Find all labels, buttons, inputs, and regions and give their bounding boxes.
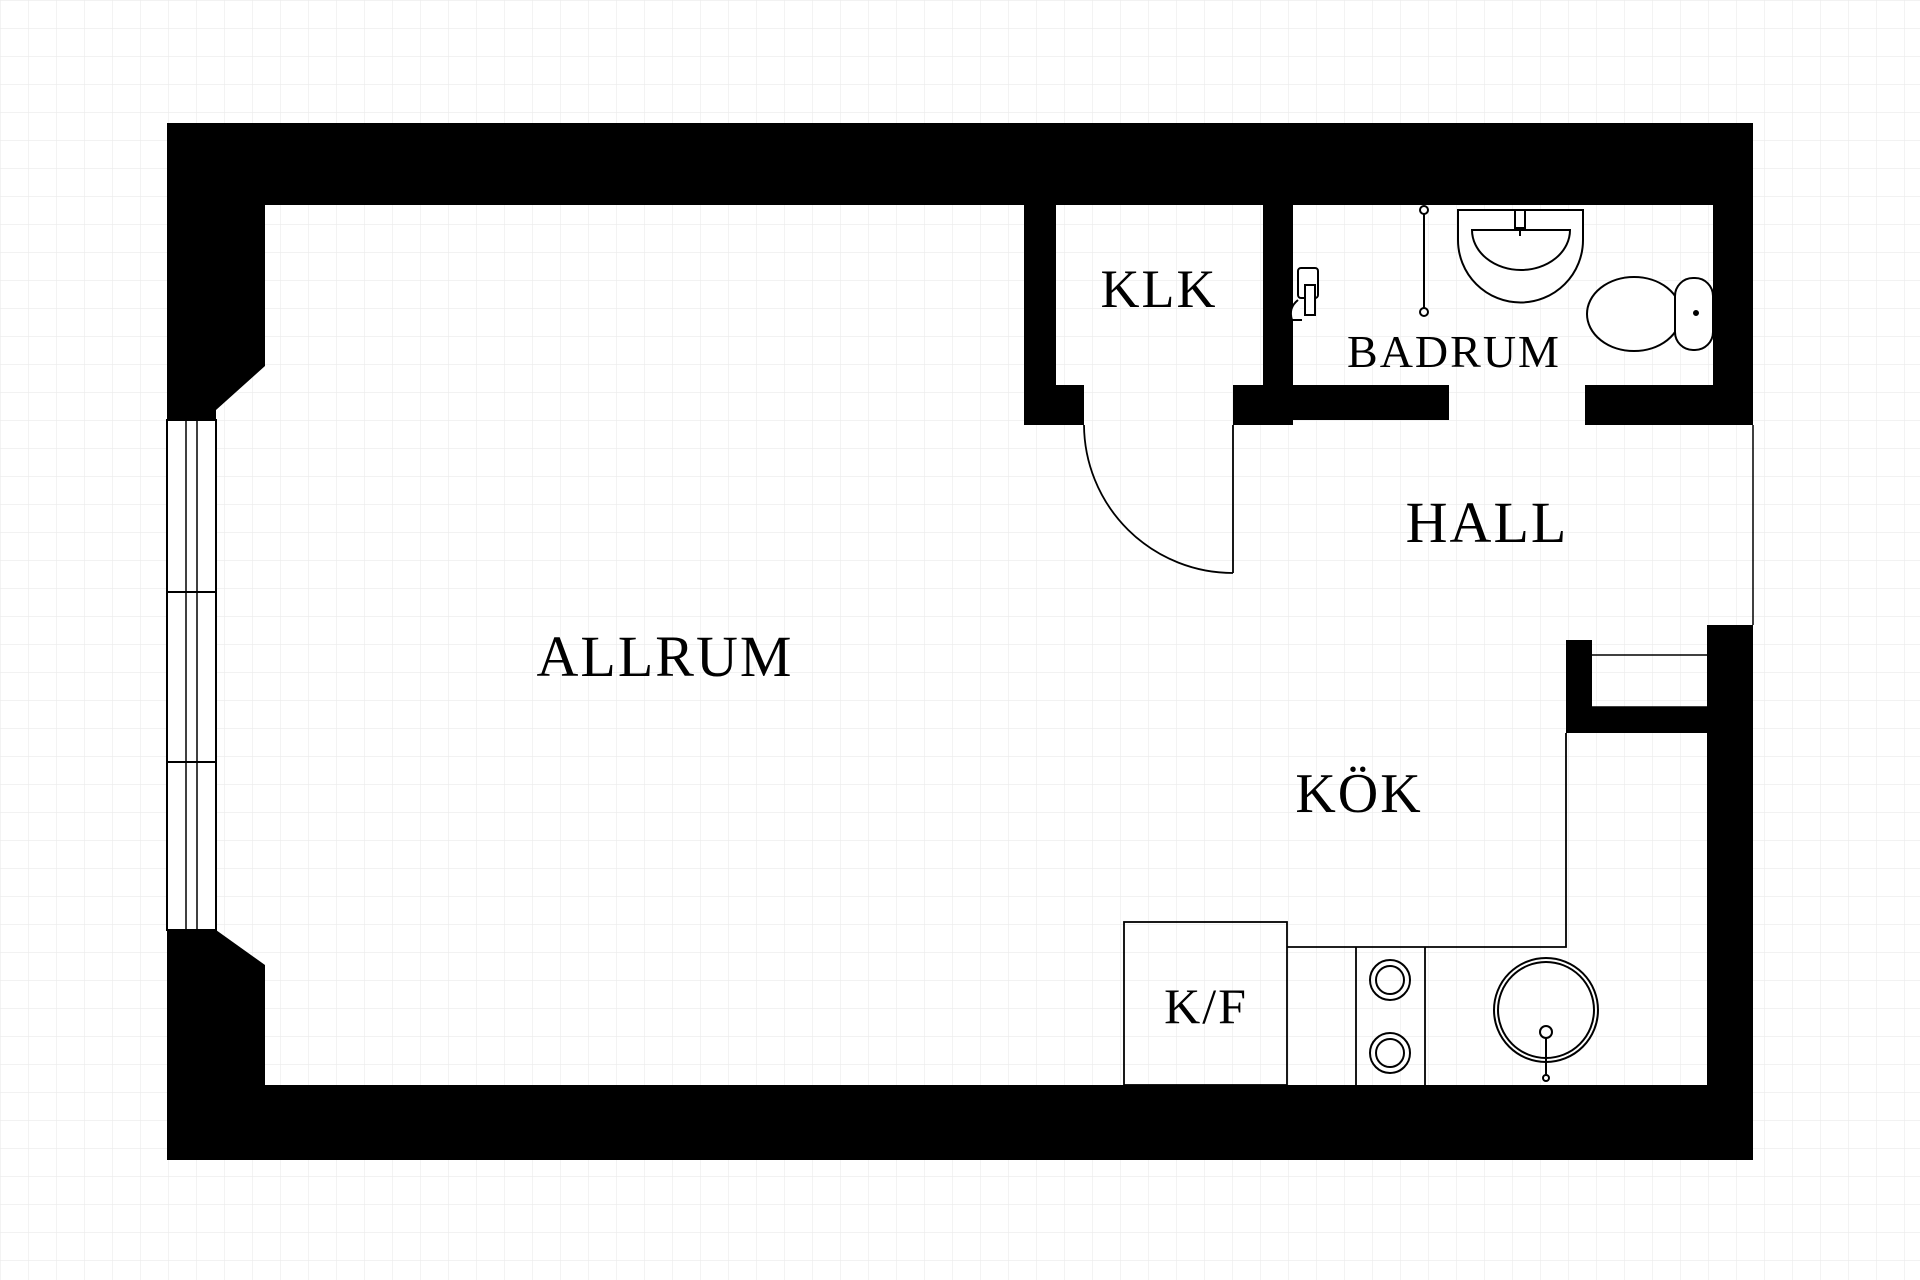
stove-icon — [1369, 959, 1411, 1074]
sink-icon — [1457, 209, 1584, 304]
room-label-allrum: ALLRUM — [537, 624, 794, 689]
room-label-klk: KLK — [1101, 259, 1218, 319]
door-swing-icon — [1083, 424, 1234, 574]
room-label-badrum: BADRUM — [1347, 326, 1561, 377]
room-label-hall: HALL — [1406, 490, 1569, 555]
toilet-icon — [1586, 276, 1714, 352]
walls — [167, 123, 1753, 1160]
wardrobe-icon — [1592, 654, 1707, 708]
kitchen-counter — [1123, 733, 1567, 1086]
faucet-icon — [1289, 267, 1319, 321]
window-icon — [166, 419, 217, 931]
room-label-kf: K/F — [1164, 978, 1248, 1034]
room-label-kok: KÖK — [1295, 763, 1422, 825]
shower-icon — [1419, 205, 1429, 317]
kitchen-sink-icon — [1493, 957, 1599, 1082]
